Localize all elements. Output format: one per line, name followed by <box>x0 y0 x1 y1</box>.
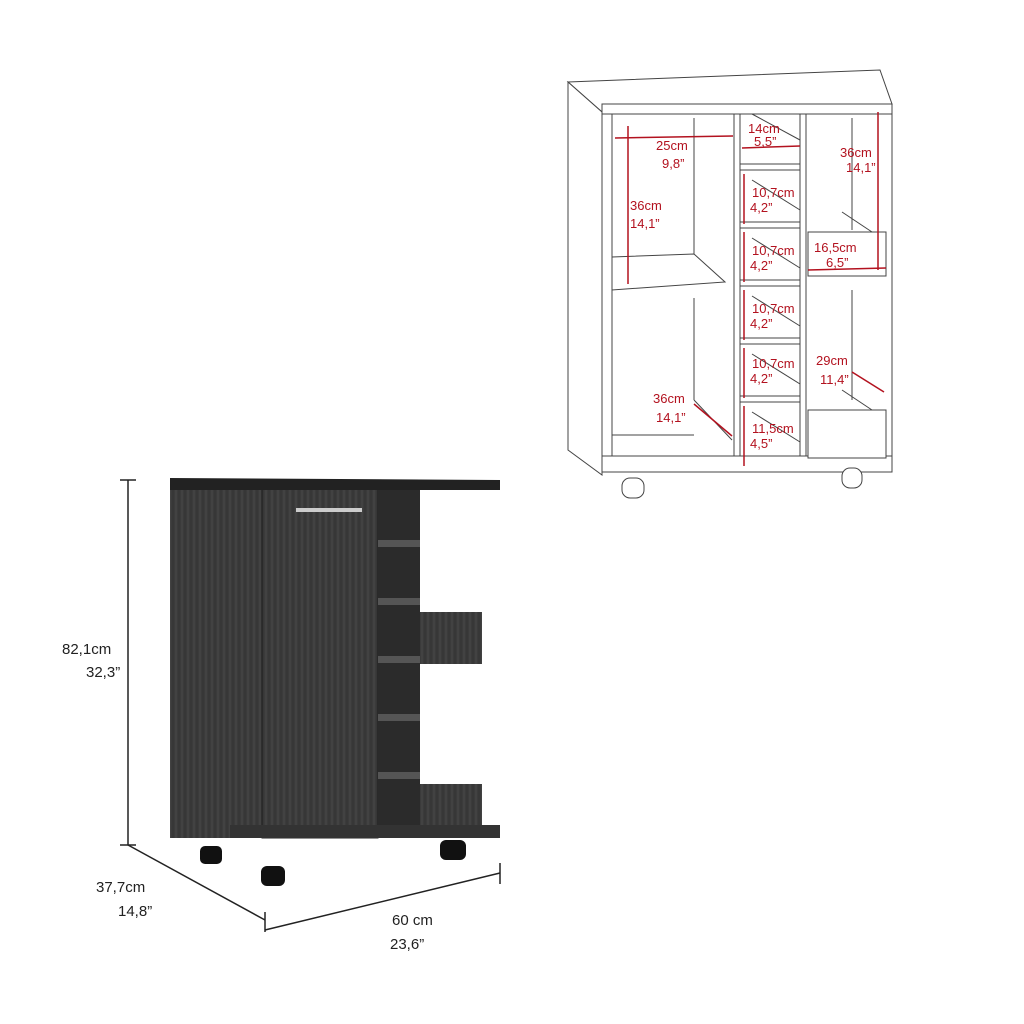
dim-label: 10,7cm <box>752 185 795 200</box>
dim-label: 14,1” <box>846 160 876 175</box>
depth-cm-label: 37,7cm <box>96 879 146 896</box>
width-cm-label: 60 cm <box>392 912 433 929</box>
dim-label: 11,4” <box>820 372 849 387</box>
glass-holder-top <box>420 612 482 664</box>
cabinet-base <box>230 825 500 838</box>
dim-label: 36cm <box>840 145 872 160</box>
dim-label: 14,1” <box>630 216 660 231</box>
height-cm-label: 82,1cm <box>62 641 112 658</box>
dim-label: 6,5” <box>826 255 849 270</box>
interior-line-drawing <box>566 69 893 499</box>
dim-label: 4,5” <box>750 436 773 451</box>
dim-label: 10,7cm <box>752 243 795 258</box>
red-dimension-lines <box>614 112 887 466</box>
dim-label: 4,2” <box>750 200 773 215</box>
depth-in-label: 14,8” <box>118 903 153 920</box>
cabinet-door <box>261 486 379 839</box>
door-handle <box>296 508 362 512</box>
dim-label: 29cm <box>816 353 848 368</box>
dim-label: 36cm <box>653 391 685 406</box>
dim-label: 16,5cm <box>814 240 857 255</box>
cabinet-side <box>170 480 262 838</box>
dim-label: 25cm <box>656 138 688 153</box>
dim-label: 14,1” <box>656 410 686 425</box>
dim-label: 4,2” <box>750 371 773 386</box>
wheels <box>200 840 466 886</box>
dim-label: 11,5cm <box>752 421 794 436</box>
dim-label: 36cm <box>630 198 662 213</box>
dim-label: 4,2” <box>750 316 773 331</box>
dim-label: 5,5” <box>754 134 777 149</box>
dim-label: 10,7cm <box>752 356 795 371</box>
dim-label: 4,2” <box>750 258 773 273</box>
dim-label: 9,8” <box>662 156 685 171</box>
dim-label: 14cm <box>748 121 780 136</box>
height-in-label: 32,3” <box>86 664 121 681</box>
width-in-label: 23,6” <box>390 936 425 953</box>
dimension-lines <box>120 479 501 932</box>
dim-label: 10,7cm <box>752 301 795 316</box>
cabinet-top <box>170 478 500 490</box>
